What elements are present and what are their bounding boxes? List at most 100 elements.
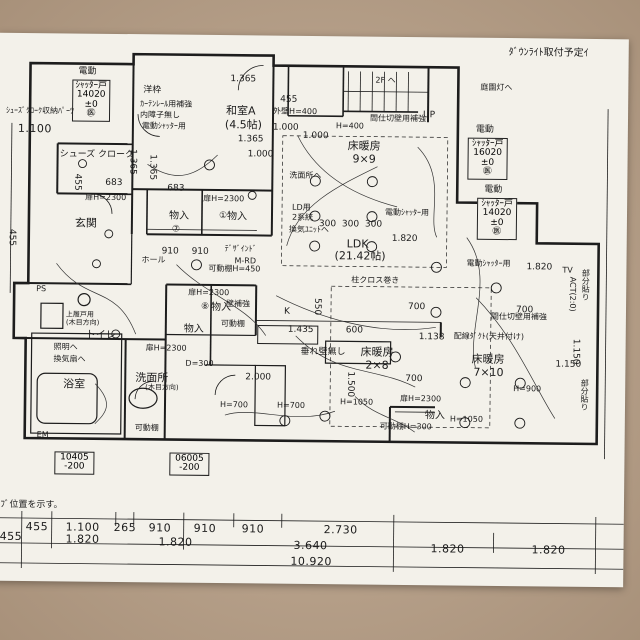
dim-row1-1: 1.100: [65, 520, 100, 534]
room-ldk: LDK: [346, 237, 369, 251]
storage-number-1: ①: [218, 211, 228, 222]
shutter-title: 電動: [78, 66, 97, 77]
dim-inner-8: 455: [72, 173, 83, 191]
label-h1050: H=1050: [339, 397, 374, 407]
dim-inner-12: 1.820: [526, 262, 553, 273]
shutter-box-right2: ｼｬｯﾀｰ戸 14020 ±0 ㊩: [476, 197, 518, 240]
label-ps: PS: [36, 284, 47, 294]
room-floor-heat-mid: 床暖房: [360, 345, 394, 359]
label-shutter-sw-3: 電動ｼｬｯﾀｰ用: [466, 258, 511, 269]
label-shutter-sw-2: 電動ｼｬｯﾀｰ用: [384, 207, 430, 218]
door-code-box-1: 10405 -200: [54, 451, 95, 475]
dim-inner-30: 1.000: [247, 149, 274, 160]
dim-inner-28: 455: [6, 228, 17, 247]
dim-row2-5: 1.820: [531, 543, 566, 557]
dim-inner-26: 300: [364, 219, 383, 230]
room-storage-1: 物入: [168, 210, 190, 222]
dim-inner-11: 1.820: [391, 233, 418, 245]
label-to-washroom: 洗面所へ: [289, 170, 322, 181]
label-grain-direction-2: (木目方向): [145, 383, 179, 392]
label-up: UP: [422, 110, 436, 121]
room-ldk-size: (21.42帖): [334, 249, 386, 263]
dim-inner-3: 1.365: [237, 134, 264, 145]
label-no-hanging-wall: 垂れ壁無し: [300, 346, 346, 358]
label-movable-shelf-h450: 可動棚H=450: [208, 263, 261, 274]
label-tv: TV: [562, 265, 573, 275]
label-exterior-wall: 外壁H=400: [273, 106, 318, 117]
label-wiring-duct: 配線ﾀﾞｸﾄ(天井付け): [453, 331, 525, 342]
label-wall-reinforce: 壁補強: [226, 299, 251, 309]
dim-inner-10: 910: [191, 246, 209, 257]
room-storage-5: 物入: [424, 410, 445, 422]
dim-inner-23: 600: [345, 325, 364, 336]
dim-row1-6: 2.730: [323, 523, 358, 537]
dim-inner-16: 1.500: [345, 371, 356, 398]
shutter-box-left: ｼｬｯﾀｰ戸 14020 ±0 ㊩: [71, 79, 111, 122]
label-movable-shelf: 可動棚: [220, 319, 245, 329]
label-movable-shelf-h300: 可動棚H=300: [379, 421, 432, 432]
room-washroom: 洗面所: [135, 371, 169, 385]
dim-row2-0: 455: [0, 529, 23, 543]
room-western: 洋枠: [143, 85, 162, 96]
door-code-val: -200: [179, 463, 200, 474]
room-genkan: 玄関: [74, 216, 97, 230]
dim-row2-2: 1.820: [158, 535, 193, 549]
dim-inner-4: 1.365: [127, 149, 138, 175]
label-door-h2300-1: 扉H=2300: [85, 192, 127, 203]
label-h900: H=900: [513, 384, 542, 394]
dim-total: 10.920: [290, 554, 332, 569]
room-floor-heat-right-size: 7×10: [473, 365, 504, 380]
dim-inner-1: 1.000: [272, 122, 299, 133]
dim-row2-3: 3.640: [293, 538, 328, 553]
shutter-title: 電動: [475, 124, 494, 135]
door-code-box-2: 06005 -200: [169, 452, 210, 476]
room-shoes-cloak: シューズ クローク: [59, 149, 135, 161]
label-hall: ホール: [141, 255, 166, 265]
shutter-label-right1: 電動: [475, 124, 494, 136]
storage-number-8: ⑧: [200, 301, 210, 312]
label-ld: LD用: [292, 202, 311, 212]
dim-inner-24: 300: [318, 219, 337, 230]
label-movable-shelf-3: 可動棚: [134, 423, 159, 433]
storage-number-7: ⑦: [171, 224, 180, 235]
room-floor-heat-top-size: 9×9: [352, 152, 376, 166]
label-partial-paste-2: 部分貼り: [579, 378, 590, 411]
label-em: EM: [36, 430, 49, 440]
dim-row1-0: 455: [25, 520, 49, 534]
shutter-mark: ㊩: [86, 108, 96, 120]
door-code-val: -200: [64, 461, 85, 473]
label-pillar-cross: 柱クロス巻き: [351, 275, 400, 285]
label-act: ACT(2:0): [567, 276, 578, 312]
label-grain-direction: (木目方向): [65, 318, 100, 327]
room-floor-heat-mid-size: 2×8: [365, 358, 389, 372]
label-door-h2300-2: 扉H=2300: [203, 193, 245, 204]
room-washitsu-size: (4.5帖): [224, 118, 263, 132]
label-h1050-b: H=1050: [449, 414, 483, 424]
label-h700-b: H=700: [276, 400, 306, 410]
label-curtain: ｶｰﾃﾝﾚｰﾙ用補強: [140, 99, 193, 109]
label-garden-light: 庭園灯へ: [480, 82, 513, 93]
dim-inner-22: 550: [311, 298, 323, 316]
room-bathroom: 浴室: [63, 377, 86, 391]
dim-inner-19: 700: [407, 302, 426, 313]
label-h400: H=400: [335, 121, 364, 131]
room-floor-heat-right: 床暖房: [471, 352, 505, 367]
label-shutter-sw: 電動ｼｬｯﾀｰ用: [141, 121, 186, 131]
room-floor-heat-top: 床暖房: [347, 139, 381, 153]
shutter-box-right1: ｼｬｯﾀｰ戸 16020 ±0 ㊩: [467, 137, 508, 180]
dim-row1-2: 265: [113, 520, 137, 535]
dim-inner-15: 1.150: [570, 338, 581, 365]
floor-plan-sheet: ﾀﾞｳﾝﾗｲﾄ取付予定ｲ 電動 ｼｬｯﾀｰ戸 14020 ±0 ㊩ 電動 ｼｬｯ…: [0, 32, 629, 588]
header-note: ﾀﾞｳﾝﾗｲﾄ取付予定ｲ: [508, 47, 589, 59]
shutter-label-left: 電動: [78, 66, 97, 78]
label-partial-paste: 部分貼り: [581, 268, 591, 301]
dim-inner-25: 300: [341, 219, 360, 230]
label-uchishoji: 内障子無し: [139, 110, 181, 120]
label-to-light: 照明へ: [53, 342, 78, 352]
dim-left-1100: 1.100: [17, 121, 52, 136]
label-h700-a: H=700: [219, 400, 249, 410]
dim-inner-2: 1.000: [302, 130, 329, 142]
dim-inner-5: 1.365: [147, 154, 158, 181]
label-shoes-storage: ｼｭｰｽﾞｸﾛｰｸ収納ﾊﾟｰﾂ: [6, 105, 75, 116]
label-partition-reinforce: 間仕切壁用補強: [369, 113, 427, 124]
